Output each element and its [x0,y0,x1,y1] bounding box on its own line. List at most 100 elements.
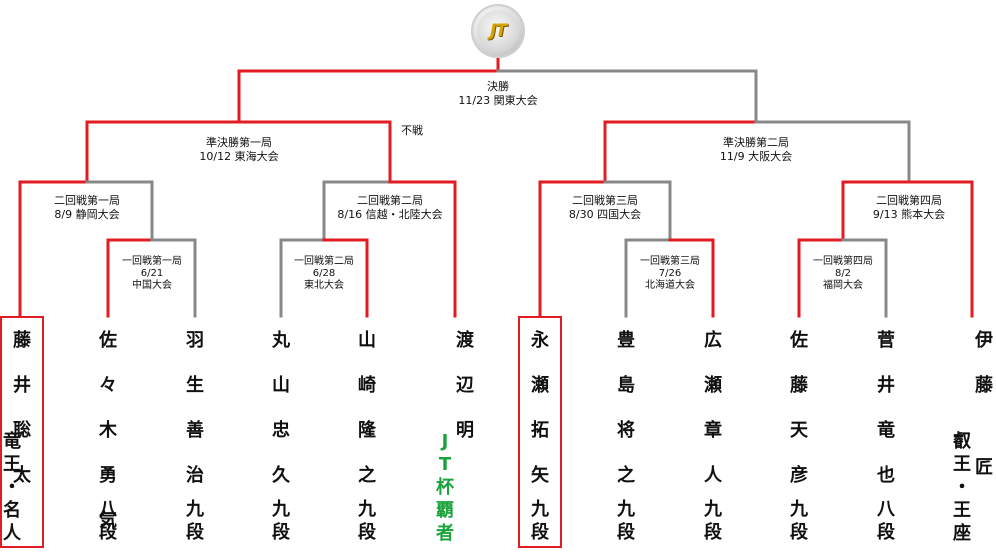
player-name-char: 崎 [358,375,376,396]
player-name-char: 彦 [790,465,808,486]
r2-2-label: 二回戦第二局 8/16 信越・北陸大会 [334,194,446,222]
r2-3-label: 二回戦第三局 8/30 四国大会 [565,194,645,222]
player-rank-char: ・ [3,477,21,498]
semi1-title: 準決勝第一局 [205,136,272,149]
final-info: 11/23 関東大会 [458,94,538,107]
r1-2-label: 一回戦第二局 6/28 東北大会 [291,256,357,292]
r2-3-info: 8/30 四国大会 [568,208,642,221]
r1-2-line-right [322,238,369,318]
r1-2-date: 6/28 [312,268,336,279]
player-name-char: 島 [617,375,635,396]
r2-2-info: 8/16 信越・北陸大会 [337,208,443,221]
player-name-char: 竜 [877,420,895,441]
player-rank-char: 段 [186,522,204,543]
r1-1-date: 6/21 [140,268,164,279]
player-rank-char: 段 [531,522,549,543]
player-name-char: 丸 [272,330,290,351]
player-rank-char: 王 [953,500,971,521]
r2-4-label: 二回戦第四局 9/13 熊本大会 [869,194,949,222]
r1-1-label: 一回戦第一局 6/21 中国大会 [119,256,185,292]
player-name-char: 藤 [13,330,31,351]
r2-2-line-left [322,180,392,240]
player-name-char: 山 [358,330,376,351]
player-9-rank: 九段 [691,498,735,544]
player-1-rank: 竜王・名人 [0,430,34,545]
player-name-char: 藤 [975,375,993,396]
r1-4-title: 一回戦第四局 [813,256,873,267]
r1-3-title: 一回戦第三局 [640,256,700,267]
player-name-char: 永 [531,330,549,351]
semi1-info: 10/12 東海大会 [199,150,279,163]
semi2-info: 11/9 大阪大会 [719,150,793,163]
player-rank-char: 者 [436,523,454,544]
final-title: 決勝 [486,80,509,93]
player-name-char: 生 [186,375,204,396]
player-rank-char: 人 [3,523,21,544]
player-rank-char: 九 [704,499,722,520]
r1-1-venue: 中国大会 [132,280,172,291]
jt-logo: JT [490,21,507,41]
r1-1-line-right [150,238,197,318]
r1-4-date: 8/2 [834,268,852,279]
player-2: 佐々木勇気 [86,318,130,543]
player-rank-char: 段 [99,522,117,543]
player-1: 藤井聡太 [0,318,44,498]
player-name-char: 豊 [617,330,635,351]
semi1-line-left [85,120,241,182]
r1-3-line-left [624,238,672,318]
player-rank-char: 座 [953,523,971,544]
player-name-char: 井 [877,375,895,396]
player-12-rank: 叡王・王座 [940,430,984,545]
player-name-char: 隆 [358,420,376,441]
r1-3-label: 一回戦第三局 7/26 北海道大会 [637,256,703,292]
player-name-char: 広 [704,330,722,351]
player-8-rank: 九段 [604,498,648,544]
r1-3-venue: 北海道大会 [645,280,695,291]
player-rank-char: 九 [531,499,549,520]
r1-4-venue: 福岡大会 [823,280,863,291]
player-name-char: 瀬 [531,375,549,396]
player-10: 佐藤天彦 [777,318,821,498]
player-name-char: 天 [790,420,808,441]
player-5: 山崎隆之 [345,318,389,498]
player-10-rank: 九段 [777,498,821,544]
player-name-char: 木 [99,420,117,441]
player-11-rank: 八段 [864,498,908,544]
r1-3-line-right [668,238,715,318]
player-name-char: 渡 [456,330,474,351]
player-rank-char: 九 [790,499,808,520]
player-name-char: 勇 [99,465,117,486]
player-name-char: 瀬 [704,375,722,396]
player-7: 永瀬拓矢 [518,318,562,498]
r2-4-line-right [907,180,974,318]
r1-4-label: 一回戦第四局 8/2 福岡大会 [810,256,876,292]
player-3: 羽生善治 [173,318,217,498]
player-name-char: 辺 [456,375,474,396]
r1-1-line-left [106,238,154,318]
player-3-rank: 九段 [173,498,217,544]
r2-1-label: 二回戦第一局 8/9 静岡大会 [51,194,123,222]
r2-4-line-left [841,180,911,240]
r2-3-line-left [538,180,607,318]
player-name-char: 藤 [790,375,808,396]
player-name-char: 山 [272,375,290,396]
player-name-char: 将 [617,420,635,441]
player-rank-char: J [441,431,449,452]
player-name-char: 羽 [186,330,204,351]
r2-4-title: 二回戦第四局 [875,194,942,207]
r2-4-info: 9/13 熊本大会 [872,208,946,221]
medal-rim [477,10,519,52]
semi1-line-right [237,120,392,182]
player-name-char: 太 [13,465,31,486]
player-rank-char: 段 [617,522,635,543]
player-8: 豊島将之 [604,318,648,498]
r2-1-line-left [18,180,89,318]
r2-2-line-right [388,180,457,318]
player-rank-char: T [438,454,452,475]
player-6: 渡辺明 [443,318,487,453]
player-9: 広瀬章人 [691,318,735,498]
r2-1-line-right [85,180,154,240]
player-rank-char: 杯 [436,477,454,498]
final-line-left [237,56,500,122]
